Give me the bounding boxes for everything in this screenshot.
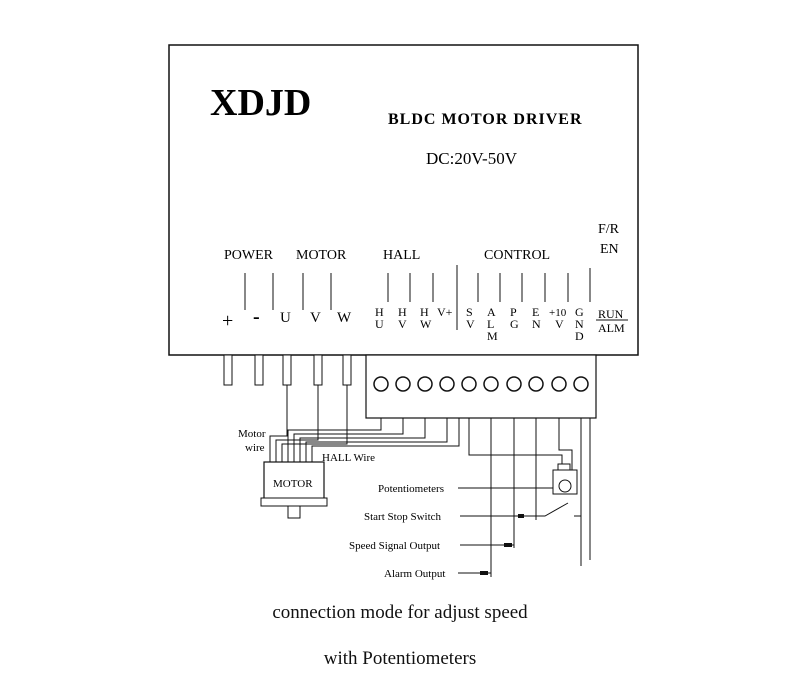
product-title: BLDC MOTOR DRIVER: [388, 111, 583, 128]
terminal-gnd-2: N: [575, 317, 584, 331]
terminal-gnd-1: G: [575, 305, 584, 319]
terminal-screws: [373, 376, 589, 392]
terminal-en-2: N: [532, 317, 541, 331]
terminal-10v-1: +10: [549, 307, 567, 319]
start-stop-label: Start Stop Switch: [364, 511, 442, 523]
wire-markers: [480, 514, 524, 575]
en-label: EN: [600, 242, 619, 257]
terminal-alm2: ALM: [598, 321, 625, 335]
terminal-pg-1: P: [510, 305, 517, 319]
potentiometers-label: Potentiometers: [378, 483, 444, 495]
hall-wire-label: HALL Wire: [322, 452, 375, 464]
terminal-hw-2: W: [420, 317, 432, 331]
caption-line-1: connection mode for adjust speed: [272, 602, 528, 623]
fr-label: F/R: [598, 222, 620, 237]
terminal-u: U: [280, 310, 291, 326]
terminal-alm-1: A: [487, 305, 496, 319]
motor-wire-label-2: wire: [245, 442, 265, 454]
terminal-alm-2: L: [487, 317, 494, 331]
terminal-alm-3: M: [487, 329, 498, 343]
caption-line-2: with Potentiometers: [323, 648, 477, 669]
terminal-run: RUN: [598, 307, 624, 321]
driver-box: [168, 44, 639, 356]
voltage-label: DC:20V-50V: [426, 149, 518, 168]
terminal-v: V: [310, 310, 321, 326]
terminal-w: W: [337, 310, 352, 326]
terminal-hv-1: H: [398, 305, 407, 319]
group-control: CONTROL: [484, 248, 550, 263]
terminal-ticks: [244, 265, 591, 330]
terminal-gnd-3: D: [575, 329, 584, 343]
motor-shaft: [287, 505, 301, 519]
group-motor: MOTOR: [296, 248, 347, 263]
terminal-pg-2: G: [510, 317, 519, 331]
potentiometer-icon: [552, 463, 578, 495]
terminal-10v-2: V: [555, 317, 564, 331]
terminal-minus: -: [253, 306, 260, 328]
terminal-hu-2: U: [375, 317, 384, 331]
terminal-vplus: V+: [437, 305, 453, 319]
group-power: POWER: [224, 248, 274, 263]
alarm-output-label: Alarm Output: [384, 568, 445, 580]
terminal-sv-1: S: [466, 305, 473, 319]
motor-label: MOTOR: [273, 478, 313, 490]
terminal-sv-2: V: [466, 317, 475, 331]
brand-logo: XDJD: [210, 82, 311, 124]
terminal-hw-1: H: [420, 305, 429, 319]
terminal-plus: +: [222, 310, 233, 332]
terminal-hv-2: V: [398, 317, 407, 331]
motor-base: [260, 497, 328, 507]
wiring: [269, 385, 591, 577]
group-hall: HALL: [383, 248, 420, 263]
speed-signal-label: Speed Signal Output: [349, 540, 440, 552]
terminal-hu-1: H: [375, 305, 384, 319]
motor-wire-label-1: Motor: [238, 428, 266, 440]
power-motor-pins: [223, 354, 352, 386]
terminal-en-1: E: [532, 305, 539, 319]
motor-box: [263, 461, 325, 503]
